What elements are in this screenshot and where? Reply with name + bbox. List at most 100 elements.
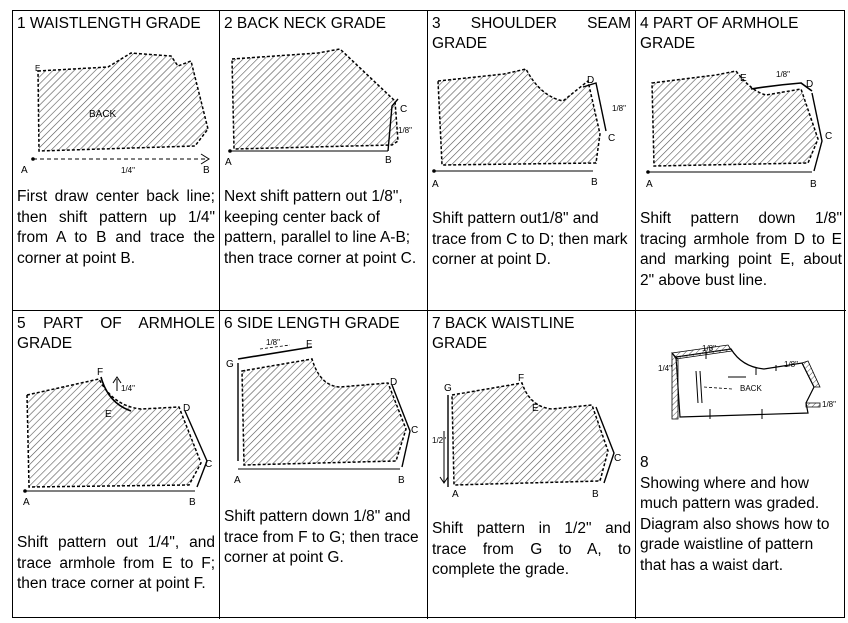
pattern-piece: [437, 68, 601, 166]
step-6-text: Shift pattern down 1/8" and trace from F…: [224, 508, 419, 566]
label-d: D: [390, 377, 397, 388]
traced-shoulder: [582, 82, 607, 132]
label-c: C: [411, 425, 418, 436]
pattern-piece: [651, 70, 819, 167]
graded-strip-side: [801, 360, 821, 388]
label-e: E: [105, 409, 112, 420]
traced-side: [595, 406, 615, 484]
step-5-panel: 5 PART OF ARMHOLE GRADE A B C D E F 1/4"…: [13, 311, 220, 619]
point-a: [646, 170, 650, 174]
step-3-text: Shift pattern out1/8" and trace from C t…: [432, 210, 628, 268]
label-back: BACK: [89, 109, 117, 120]
label-amount: 1/8": [612, 104, 626, 113]
label-b: B: [385, 155, 392, 166]
step-4-panel: 4 PART OF ARMHOLE GRADE A B C D E 1/8" S…: [636, 11, 846, 311]
step-7-title: 7 BACK WAISTLINE GRADE: [432, 315, 575, 352]
pattern-piece: [26, 378, 202, 488]
step-6-panel: 6 SIDE LENGTH GRADE A B C D F G 1/8" Shi…: [220, 311, 428, 619]
label-d: D: [806, 79, 813, 90]
step-1-text: First draw center back line; then shift …: [17, 188, 215, 267]
label-c: C: [614, 453, 621, 464]
pattern-piece: [37, 52, 209, 152]
label-a: A: [452, 489, 459, 500]
label-a: A: [432, 179, 439, 190]
step-4-text: Shift pattern down 1/8" tracing armhole …: [640, 210, 842, 289]
label-eighth-2: 1/8": [784, 360, 798, 369]
step-1-title: 1 WAISTLENGTH GRADE: [17, 15, 201, 32]
step-6-diagram: A B C D F G 1/8": [226, 338, 418, 486]
label-d: D: [183, 403, 190, 414]
grading-steps-grid: 1 WAISTLENGTH GRADE A B E BACK 1/4" Firs…: [12, 10, 846, 619]
grade-marks: [705, 351, 777, 419]
label-b: B: [810, 179, 817, 190]
step-7-panel: 7 BACK WAISTLINE GRADE A B C E F G 1/2" …: [428, 311, 636, 619]
dart-guide: [703, 386, 733, 390]
step-7-diagram: A B C E F G 1/2": [432, 373, 621, 500]
label-e: E: [740, 73, 747, 84]
traced-armhole: [750, 82, 813, 92]
graded-strip-waist: [805, 402, 821, 408]
step-8-text-block: 8 Showing where and how much pattern was…: [640, 453, 842, 576]
step-1-panel: 1 WAISTLENGTH GRADE A B E BACK 1/4" Firs…: [13, 11, 220, 311]
label-amount: 1/8": [776, 70, 790, 79]
label-f: F: [97, 367, 103, 378]
label-d: D: [587, 75, 594, 86]
label-c: C: [205, 459, 212, 470]
step-8-text: Showing where and how much pattern was g…: [640, 474, 830, 574]
step-5-text: Shift pattern out 1/4", and trace armhol…: [17, 534, 215, 592]
step-3-title: 3 SHOULDER SEAM GRADE: [432, 15, 631, 52]
label-b: B: [592, 489, 599, 500]
label-b: B: [189, 497, 196, 508]
label-back: BACK: [740, 384, 762, 393]
step-6-title: 6 SIDE LENGTH GRADE: [224, 315, 400, 332]
label-amount: 1/4": [121, 166, 135, 175]
label-a: A: [234, 475, 241, 486]
step-3-diagram: A B C D 1/8": [432, 68, 626, 190]
label-c: C: [400, 104, 407, 115]
step-3-panel: 3 SHOULDER SEAM GRADE A B C D 1/8" Shift…: [428, 11, 636, 311]
label-a: A: [646, 179, 653, 190]
pattern-piece: [231, 48, 399, 150]
traced-side: [811, 92, 823, 172]
label-a: A: [23, 497, 30, 508]
traced-shoulder: [237, 346, 313, 360]
traced-armhole: [100, 376, 132, 412]
pattern-piece: [451, 382, 609, 486]
label-f: F: [518, 373, 524, 384]
dart-lines: [695, 370, 703, 404]
arrow-icon: [439, 431, 449, 484]
label-g: G: [226, 359, 234, 370]
label-e: E: [35, 64, 40, 73]
label-f: F: [306, 339, 312, 350]
label-eighth-3: 1/8": [822, 400, 836, 409]
step-4-title: 4 PART OF ARMHOLE GRADE: [640, 15, 799, 52]
label-g: G: [444, 383, 452, 394]
label-amount: 1/2": [432, 436, 446, 445]
traced-side: [184, 410, 208, 488]
label-quarter: 1/4": [658, 364, 672, 373]
step-1-diagram: A B E BACK 1/4": [21, 52, 210, 176]
label-c: C: [825, 131, 832, 142]
label-a: A: [21, 165, 28, 176]
step-7-text: Shift pattern in 1/2" and trace from G t…: [432, 520, 631, 578]
arrow-icon: [200, 153, 210, 165]
step-5-diagram: A B C D E F 1/4": [23, 367, 212, 508]
label-e: E: [532, 403, 539, 414]
graded-strip-center: [671, 352, 679, 420]
step-2-title: 2 BACK NECK GRADE: [224, 15, 386, 32]
label-b: B: [591, 177, 598, 188]
label-amount: 1/4": [121, 384, 135, 393]
traced-side: [391, 384, 411, 468]
point-a: [31, 157, 35, 161]
label-eighth: 1/8": [702, 344, 716, 353]
point-a: [228, 149, 232, 153]
label-b: B: [398, 475, 405, 486]
pattern-piece: [241, 358, 407, 466]
step-8-number: 8: [640, 454, 649, 471]
step-2-panel: 2 BACK NECK GRADE A B C 1/8" Next shift …: [220, 11, 428, 311]
step-4-diagram: A B C D E 1/8": [646, 70, 832, 190]
label-a: A: [225, 157, 232, 168]
point-a: [432, 169, 436, 173]
point-a: [23, 489, 27, 493]
label-amount: 1/8": [398, 126, 412, 135]
